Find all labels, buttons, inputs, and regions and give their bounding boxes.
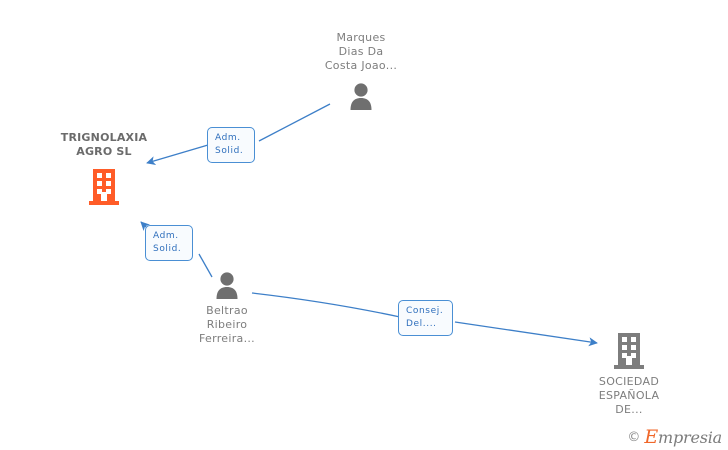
brand-initial: E xyxy=(644,426,658,448)
edge-label-consej-del[interactable]: Consej. Del.... xyxy=(398,300,453,336)
building-icon xyxy=(89,169,119,205)
building-icon-wrap xyxy=(44,168,164,206)
building-icon-wrap xyxy=(569,332,689,370)
node-label-marques: Marques Dias Da Costa Joao... xyxy=(324,31,398,72)
node-person-beltrao[interactable]: Beltrao Ribeiro Ferreira... xyxy=(167,271,287,346)
edge-marques-trignolaxia xyxy=(146,103,331,166)
node-label-sociedad: SOCIEDAD ESPAÑOLA DE... xyxy=(598,375,660,416)
node-company-sociedad[interactable]: SOCIEDAD ESPAÑOLA DE... xyxy=(569,332,689,417)
person-icon xyxy=(350,83,372,110)
edge-label-adm-solid-marques[interactable]: Adm. Solid. xyxy=(207,127,255,163)
node-label-trignolaxia: TRIGNOLAXIA AGRO SL xyxy=(60,131,148,158)
node-person-marques[interactable]: Marques Dias Da Costa Joao... xyxy=(301,31,421,110)
brand-wordmark: Empresia xyxy=(644,426,722,448)
person-icon-wrap xyxy=(167,271,287,299)
copyright-icon: © xyxy=(627,430,641,445)
edge-label-adm-solid-beltrao[interactable]: Adm. Solid. xyxy=(145,225,193,261)
edge-beltrao-sociedad xyxy=(251,292,598,347)
building-icon xyxy=(614,333,644,369)
person-icon xyxy=(216,272,238,299)
brand-rest: mpresia xyxy=(658,428,722,447)
node-label-beltrao: Beltrao Ribeiro Ferreira... xyxy=(199,304,255,345)
node-company-trignolaxia[interactable]: TRIGNOLAXIA AGRO SL xyxy=(44,131,164,206)
watermark-empresia: © Empresia xyxy=(627,426,722,448)
person-icon-wrap xyxy=(301,82,421,110)
